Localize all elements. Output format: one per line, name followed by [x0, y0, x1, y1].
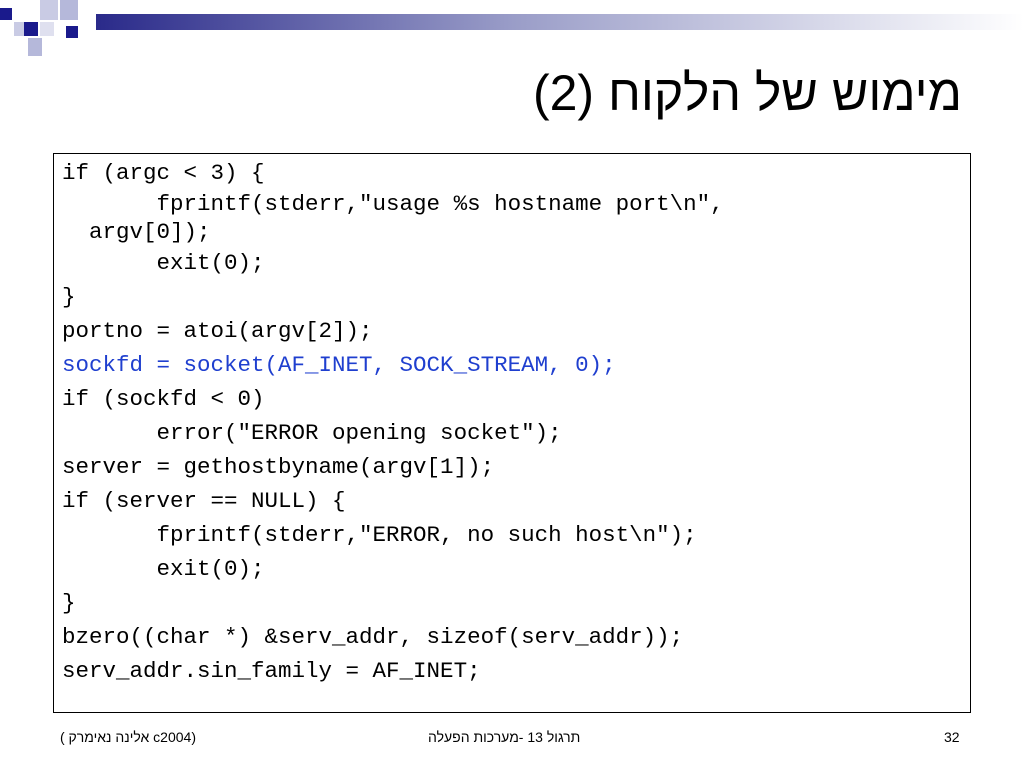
deco-square-mid-3	[28, 38, 42, 56]
code-line-highlighted: sockfd = socket(AF_INET, SOCK_STREAM, 0)…	[62, 352, 616, 378]
deco-square-mid-2	[60, 0, 78, 20]
code-listing: if (argc < 3) { fprintf(stderr,"usage %s…	[62, 156, 962, 688]
code-line: argv[0]);	[62, 219, 211, 245]
code-line: }	[62, 284, 76, 310]
deco-square-mid-1	[40, 0, 58, 20]
footer-course: תרגול 13 -מערכות הפעלה	[428, 729, 581, 745]
code-block: if (argc < 3) { fprintf(stderr,"usage %s…	[53, 153, 971, 713]
deco-square-light-2	[40, 22, 54, 36]
deco-square-dark-1	[0, 8, 12, 20]
code-line: portno = atoi(argv[2]);	[62, 318, 373, 344]
code-line: serv_addr.sin_family = AF_INET;	[62, 658, 481, 684]
deco-square-dark-2	[24, 22, 38, 36]
header-band	[96, 14, 1024, 30]
code-line: if (sockfd < 0)	[62, 386, 265, 412]
code-line: if (server == NULL) {	[62, 488, 346, 514]
code-line: exit(0);	[62, 250, 265, 276]
code-line: exit(0);	[62, 556, 265, 582]
corner-decoration	[0, 0, 1024, 56]
deco-square-dark-3	[66, 26, 78, 38]
code-line: fprintf(stderr,"ERROR, no such host\n");	[62, 522, 697, 548]
deco-square-light-1	[14, 22, 24, 36]
slide-title: מימוש של הלקוח (2)	[532, 65, 962, 121]
footer-copyright: (c2004 אלינה נאימרק )	[60, 729, 196, 745]
code-line: if (argc < 3) {	[62, 160, 265, 186]
code-line: fprintf(stderr,"usage %s hostname port\n…	[62, 191, 724, 217]
code-line: bzero((char *) &serv_addr, sizeof(serv_a…	[62, 624, 684, 650]
slide-number: 32	[944, 729, 960, 745]
code-line: server = gethostbyname(argv[1]);	[62, 454, 495, 480]
code-line: error("ERROR opening socket");	[62, 420, 562, 446]
code-line: }	[62, 590, 76, 616]
